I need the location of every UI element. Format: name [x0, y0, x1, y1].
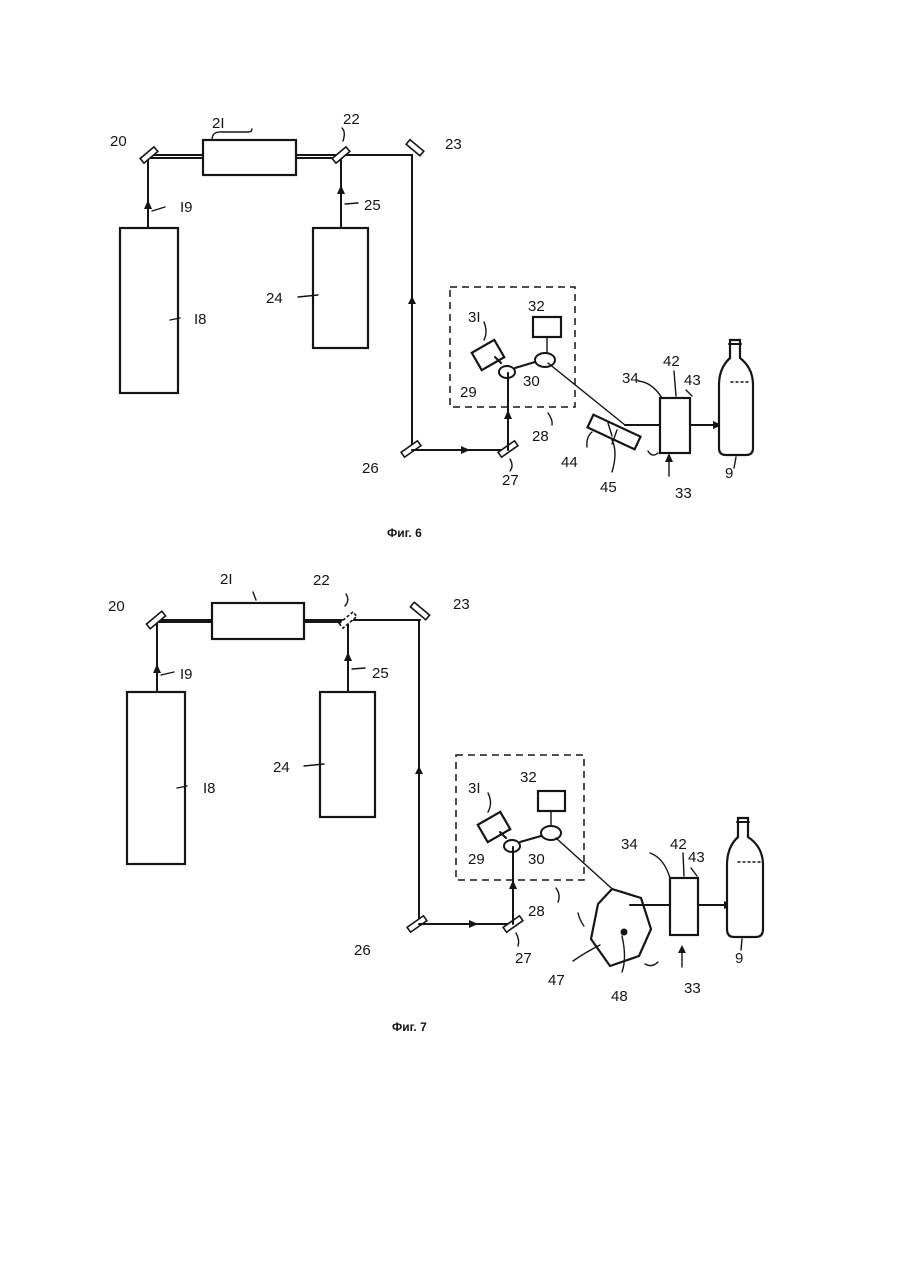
scan-beam — [548, 363, 625, 425]
label-32: 32 — [520, 769, 537, 786]
galvo-motor-32 — [538, 791, 565, 811]
label-43: 43 — [688, 849, 705, 866]
label-28: 28 — [532, 428, 549, 445]
label-19: I9 — [180, 666, 193, 683]
label-24: 24 — [266, 290, 283, 307]
label-9: 9 — [725, 465, 733, 482]
label-27: 27 — [515, 950, 532, 967]
galvo-motor-32 — [533, 317, 561, 337]
label-24: 24 — [273, 759, 290, 776]
galvo-motor-31 — [472, 340, 505, 370]
label-43: 43 — [684, 372, 701, 389]
laser-18 — [120, 228, 178, 393]
label-22: 22 — [313, 572, 330, 589]
label-48: 48 — [611, 988, 628, 1005]
label-42: 42 — [670, 836, 687, 853]
label-33: 33 — [675, 485, 692, 502]
label-34: 34 — [622, 370, 639, 387]
label-26: 26 — [362, 460, 379, 477]
figure-6: I8 24 I9 25 2I 20 22 23 26 — [110, 111, 753, 540]
label-18: I8 — [203, 780, 216, 797]
label-19: I9 — [180, 199, 193, 216]
lens-33 — [670, 878, 698, 935]
label-31: 3I — [468, 309, 481, 326]
label-23: 23 — [453, 596, 470, 613]
label-45: 45 — [600, 479, 617, 496]
label-25: 25 — [372, 665, 389, 682]
galvo-mirror-30 — [541, 826, 561, 840]
label-20: 20 — [110, 133, 127, 150]
label-9: 9 — [735, 950, 743, 967]
modulator-21 — [212, 603, 304, 639]
galvo-mirror-30 — [535, 353, 555, 367]
label-18: I8 — [194, 311, 207, 328]
label-44: 44 — [561, 454, 578, 471]
bottle-9 — [727, 818, 763, 937]
label-25: 25 — [364, 197, 381, 214]
label-20: 20 — [108, 598, 125, 615]
label-22: 22 — [343, 111, 360, 128]
polygon-mirror-47 — [591, 889, 651, 966]
caption-fig-7: Фиг. 7 — [392, 1020, 427, 1034]
laser-18 — [127, 692, 185, 864]
label-32: 32 — [528, 298, 545, 315]
bottle-9 — [719, 340, 753, 455]
label-30: 30 — [528, 851, 545, 868]
label-26: 26 — [354, 942, 371, 959]
mirror-23 — [410, 602, 429, 619]
label-21: 2I — [212, 115, 225, 132]
label-34: 34 — [621, 836, 638, 853]
label-33: 33 — [684, 980, 701, 997]
label-27: 27 — [502, 472, 519, 489]
laser-24 — [313, 228, 368, 348]
caption-fig-6: Фиг. 6 — [387, 526, 422, 540]
modulator-21 — [203, 140, 296, 175]
label-21: 2I — [220, 571, 233, 588]
label-23: 23 — [445, 136, 462, 153]
label-29: 29 — [468, 851, 485, 868]
label-29: 29 — [460, 384, 477, 401]
label-30: 30 — [523, 373, 540, 390]
label-31: 3I — [468, 780, 481, 797]
lens-33 — [660, 398, 690, 453]
laser-24 — [320, 692, 375, 817]
label-47: 47 — [548, 972, 565, 989]
polygon-axis-48 — [621, 929, 628, 936]
label-42: 42 — [663, 353, 680, 370]
label-28: 28 — [528, 903, 545, 920]
mirror-23 — [406, 140, 424, 156]
figure-7: I8 24 I9 25 2I 20 22 23 26 — [108, 571, 763, 1034]
